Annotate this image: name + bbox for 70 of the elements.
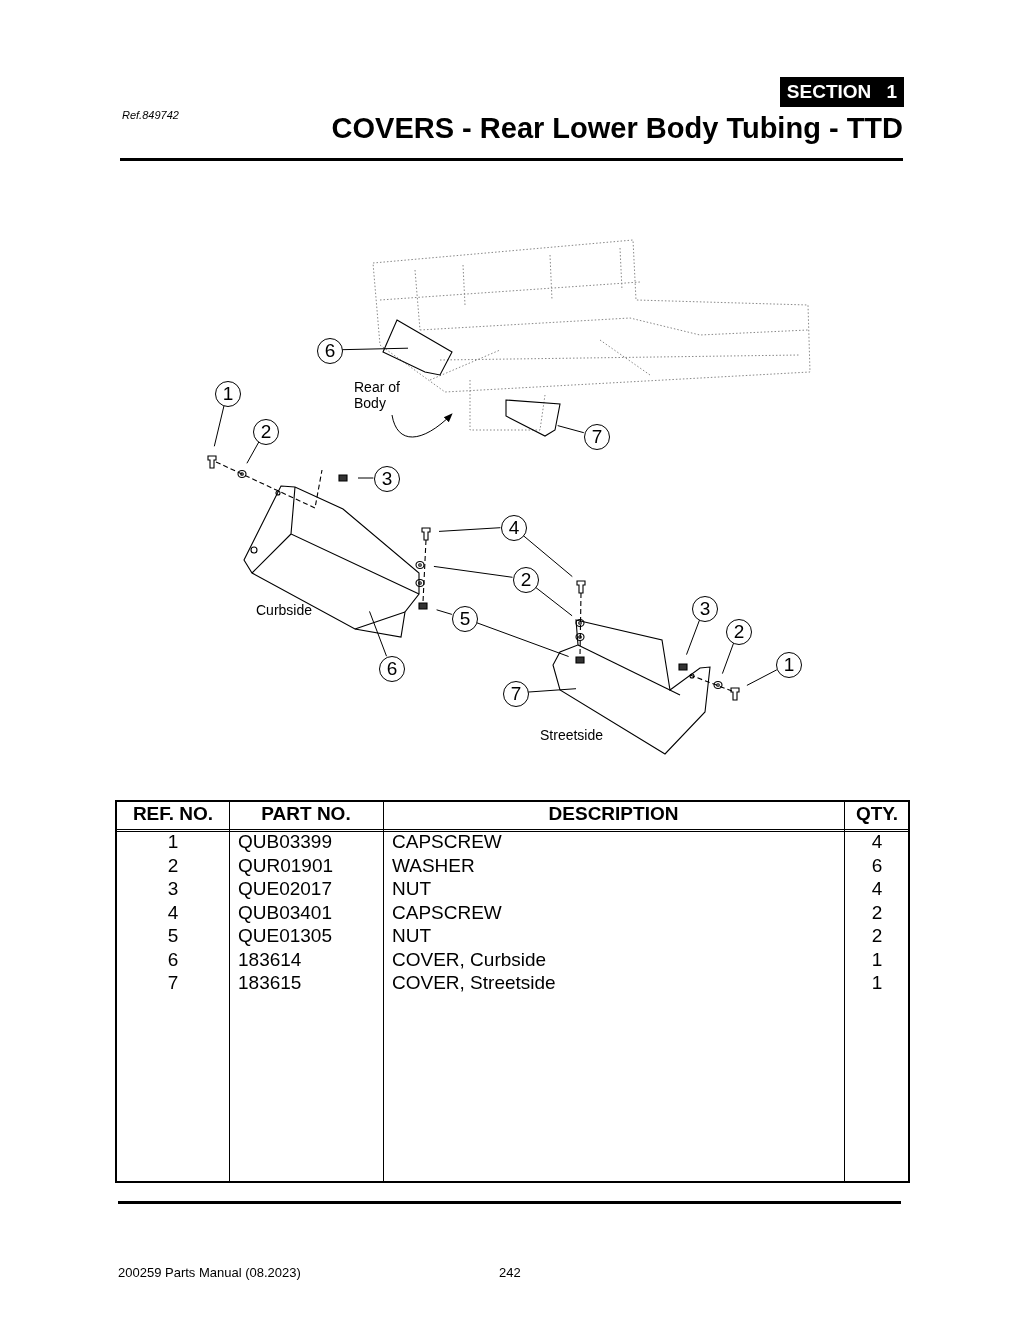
leader-line [527,688,577,693]
part-description: COVER, Streetside [392,972,556,994]
note-label: Rear of Body [354,379,406,411]
leader-line [557,425,585,434]
curved-arrow [391,413,453,438]
quantity: 4 [870,831,884,853]
reference-number: Ref.849742 [122,109,179,121]
leader-line [746,669,778,686]
callout-number: 3 [692,596,718,622]
quantity: 1 [870,972,884,994]
ref-number: 1 [166,831,180,853]
part-number: QUE01305 [238,925,332,947]
leader-line [438,527,501,532]
part-description: NUT [392,878,432,900]
quantity: 2 [870,925,884,947]
column-header: DESCRIPTION [547,803,680,825]
part-description: COVER, Curbside [392,948,547,971]
quantity: 2 [870,901,884,924]
leader-line [369,610,387,657]
callout-number: 7 [584,424,610,450]
leader-line [433,565,513,578]
part-description: CAPSCREW [392,901,502,924]
ref-number: 3 [166,878,180,900]
footer-text: 200259 Parts Manual (08.2023) [118,1265,301,1280]
callout-number: 2 [513,567,539,593]
part-label: Curbside [256,602,313,618]
leader-line [357,477,374,479]
callout-number: 4 [501,515,527,541]
leader-line [436,609,453,615]
part-description: NUT [392,925,432,947]
column-header: QTY. [854,803,900,825]
ref-number: 6 [166,948,180,971]
leader-line [213,404,225,447]
part-number: QUE02017 [238,878,332,900]
callout-number: 2 [726,619,752,645]
part-number: QUR01901 [238,854,334,877]
part-number: QUB03401 [238,901,332,924]
leader-line [686,619,701,656]
leader-line [475,621,570,657]
callout-number: 6 [379,656,405,682]
part-description: WASHER [392,854,475,877]
column-header: PART NO. [260,803,352,825]
leader-line [721,642,735,675]
leader-line [341,347,409,351]
callout-number: 5 [452,606,478,632]
part-number: 183615 [238,972,302,994]
quantity: 1 [870,948,884,971]
leader-line [534,586,573,617]
page-number: 242 [499,1265,521,1280]
part-number: QUB03399 [238,831,332,853]
callout-number: 6 [317,338,343,364]
page-title: COVERS - Rear Lower Body Tubing - TTD [331,112,903,145]
part-description: CAPSCREW [392,831,502,853]
part-number: 183614 [238,948,302,971]
quantity: 6 [870,854,884,877]
section-badge: SECTION 1 [780,77,904,107]
callout-number: 3 [374,466,400,492]
ref-number: 2 [166,854,180,877]
callout-number: 1 [776,652,802,678]
quantity: 4 [870,878,884,900]
part-label: Streetside [540,727,604,743]
callout-number: 7 [503,681,529,707]
leader-line [246,441,260,464]
ref-number: 4 [166,901,180,924]
callout-number: 1 [215,381,241,407]
ref-number: 5 [166,925,180,947]
leader-line [522,534,573,578]
callout-number: 2 [253,419,279,445]
ref-number: 7 [166,972,180,994]
column-header: REF. NO. [131,803,215,825]
